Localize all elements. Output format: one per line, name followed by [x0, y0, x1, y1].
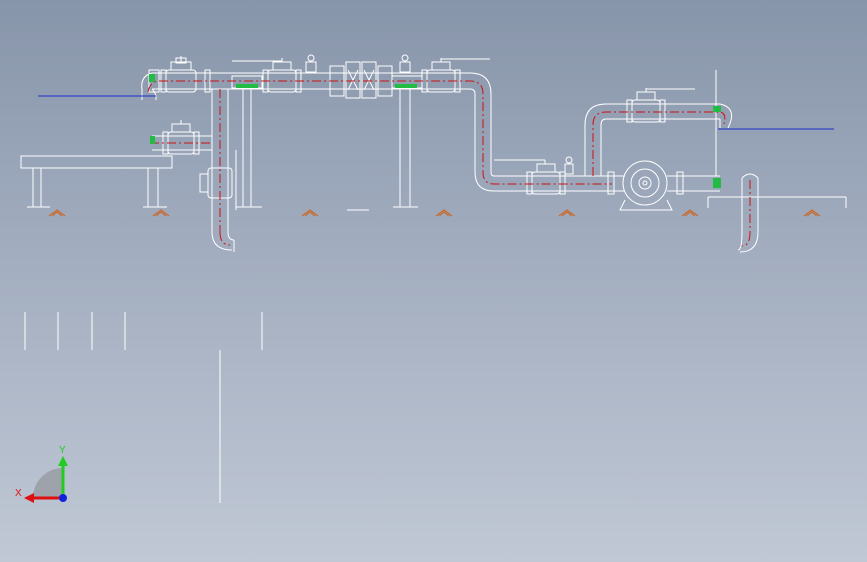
leader-lines: [38, 95, 834, 130]
header-down-leg: [469, 72, 612, 192]
pipe-supports: [236, 89, 418, 211]
main-header-pipe: [141, 69, 470, 100]
right-drain: [707, 173, 847, 253]
right-riser: [584, 103, 733, 176]
ball-valve-4[interactable]: [494, 156, 574, 195]
flange-markers: [149, 74, 721, 188]
left-branch: [152, 89, 237, 252]
left-bench: [20, 155, 173, 208]
centerlines: [147, 80, 751, 247]
axis-triad: Y X: [15, 445, 68, 503]
x-axis-label: X: [15, 488, 22, 499]
gate-valve-1[interactable]: [160, 56, 211, 93]
y-axis-arrowhead: [58, 456, 68, 466]
triad-plane-shade: [33, 468, 63, 498]
x-axis-arrowhead: [24, 493, 34, 503]
lower-ticks: [24, 312, 263, 503]
y-axis-label: Y: [59, 445, 66, 456]
ground-supports: [48, 209, 821, 217]
centrifugal-pump[interactable]: [607, 70, 720, 211]
z-axis-dot: [59, 494, 67, 502]
gate-valve-branch[interactable]: [162, 120, 200, 155]
ball-valve-5[interactable]: [626, 88, 695, 123]
